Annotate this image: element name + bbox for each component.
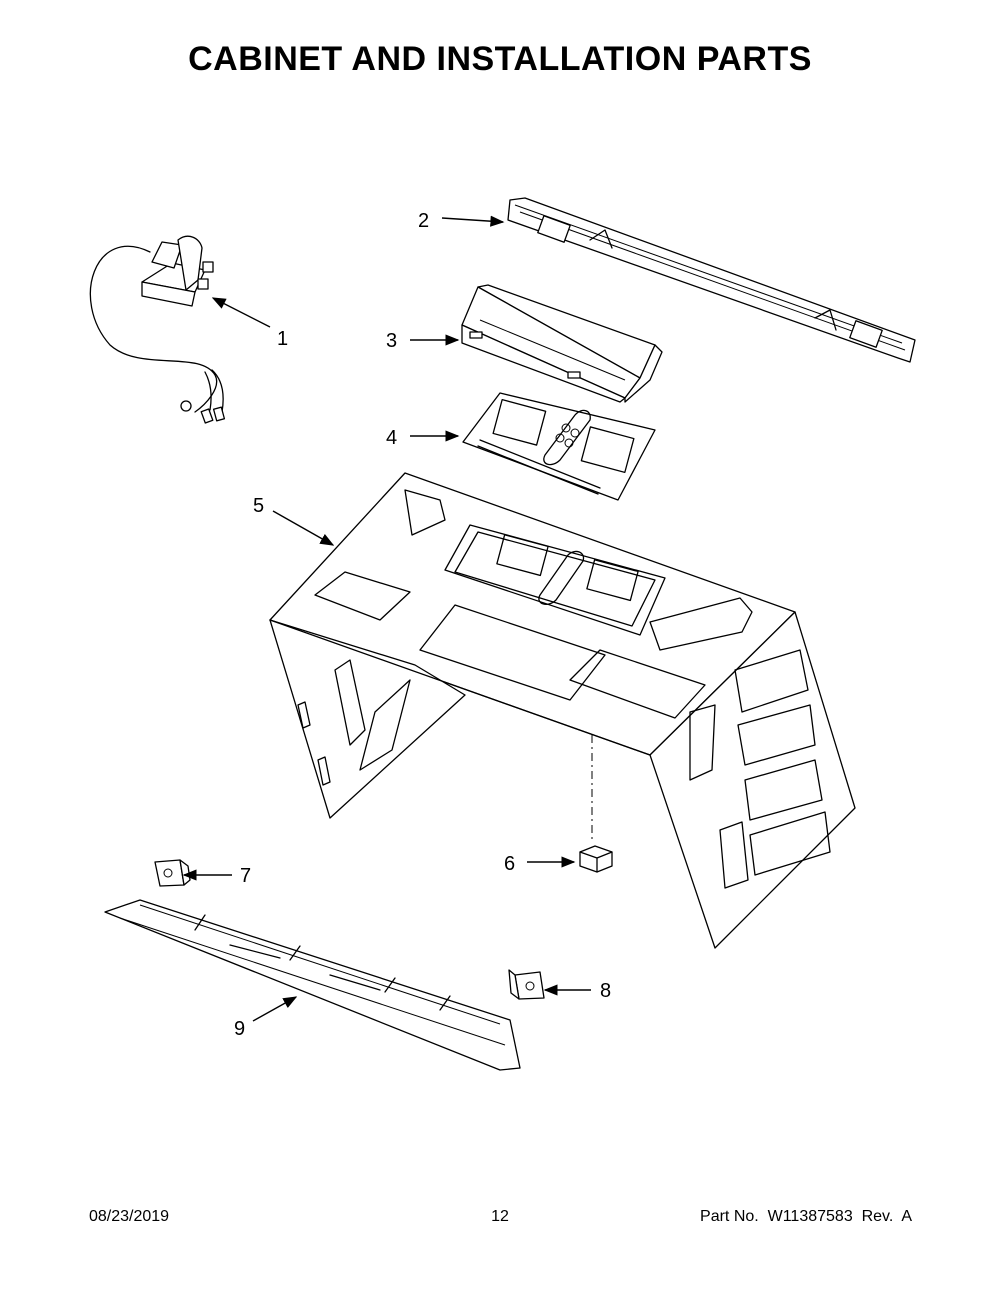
power-cord-part (89, 235, 226, 424)
callout-arrow-5 (272, 510, 335, 546)
mounting-plate-part (462, 392, 656, 501)
footer-page-number: 12 (491, 1208, 509, 1225)
clip-part (579, 735, 613, 873)
callout-arrow-9 (252, 996, 298, 1022)
bottom-rail-part (104, 899, 521, 1071)
page-title: CABINET AND INSTALLATION PARTS (188, 40, 812, 78)
callout-arrow-1 (211, 297, 271, 328)
vent-duct-part (461, 284, 663, 403)
callout-label-5: 5 (253, 495, 264, 517)
callout-label-9: 9 (234, 1018, 245, 1040)
bracket-part-8 (508, 969, 545, 1000)
cabinet-frame-part (269, 472, 856, 949)
callout-label-7: 7 (240, 865, 251, 887)
callout-label-8: 8 (600, 980, 611, 1002)
callout-label-4: 4 (386, 427, 397, 449)
callout-label-3: 3 (386, 330, 397, 352)
callout-label-6: 6 (504, 853, 515, 875)
callout-label-2: 2 (418, 210, 429, 232)
footer-part-number: Part No. W11387583 Rev. A (700, 1208, 912, 1225)
callout-arrow-2 (441, 215, 505, 227)
footer-date: 08/23/2019 (89, 1208, 170, 1225)
bracket-part-7 (154, 859, 191, 887)
callout-label-1: 1 (277, 328, 288, 350)
top-rail-part (507, 197, 916, 363)
